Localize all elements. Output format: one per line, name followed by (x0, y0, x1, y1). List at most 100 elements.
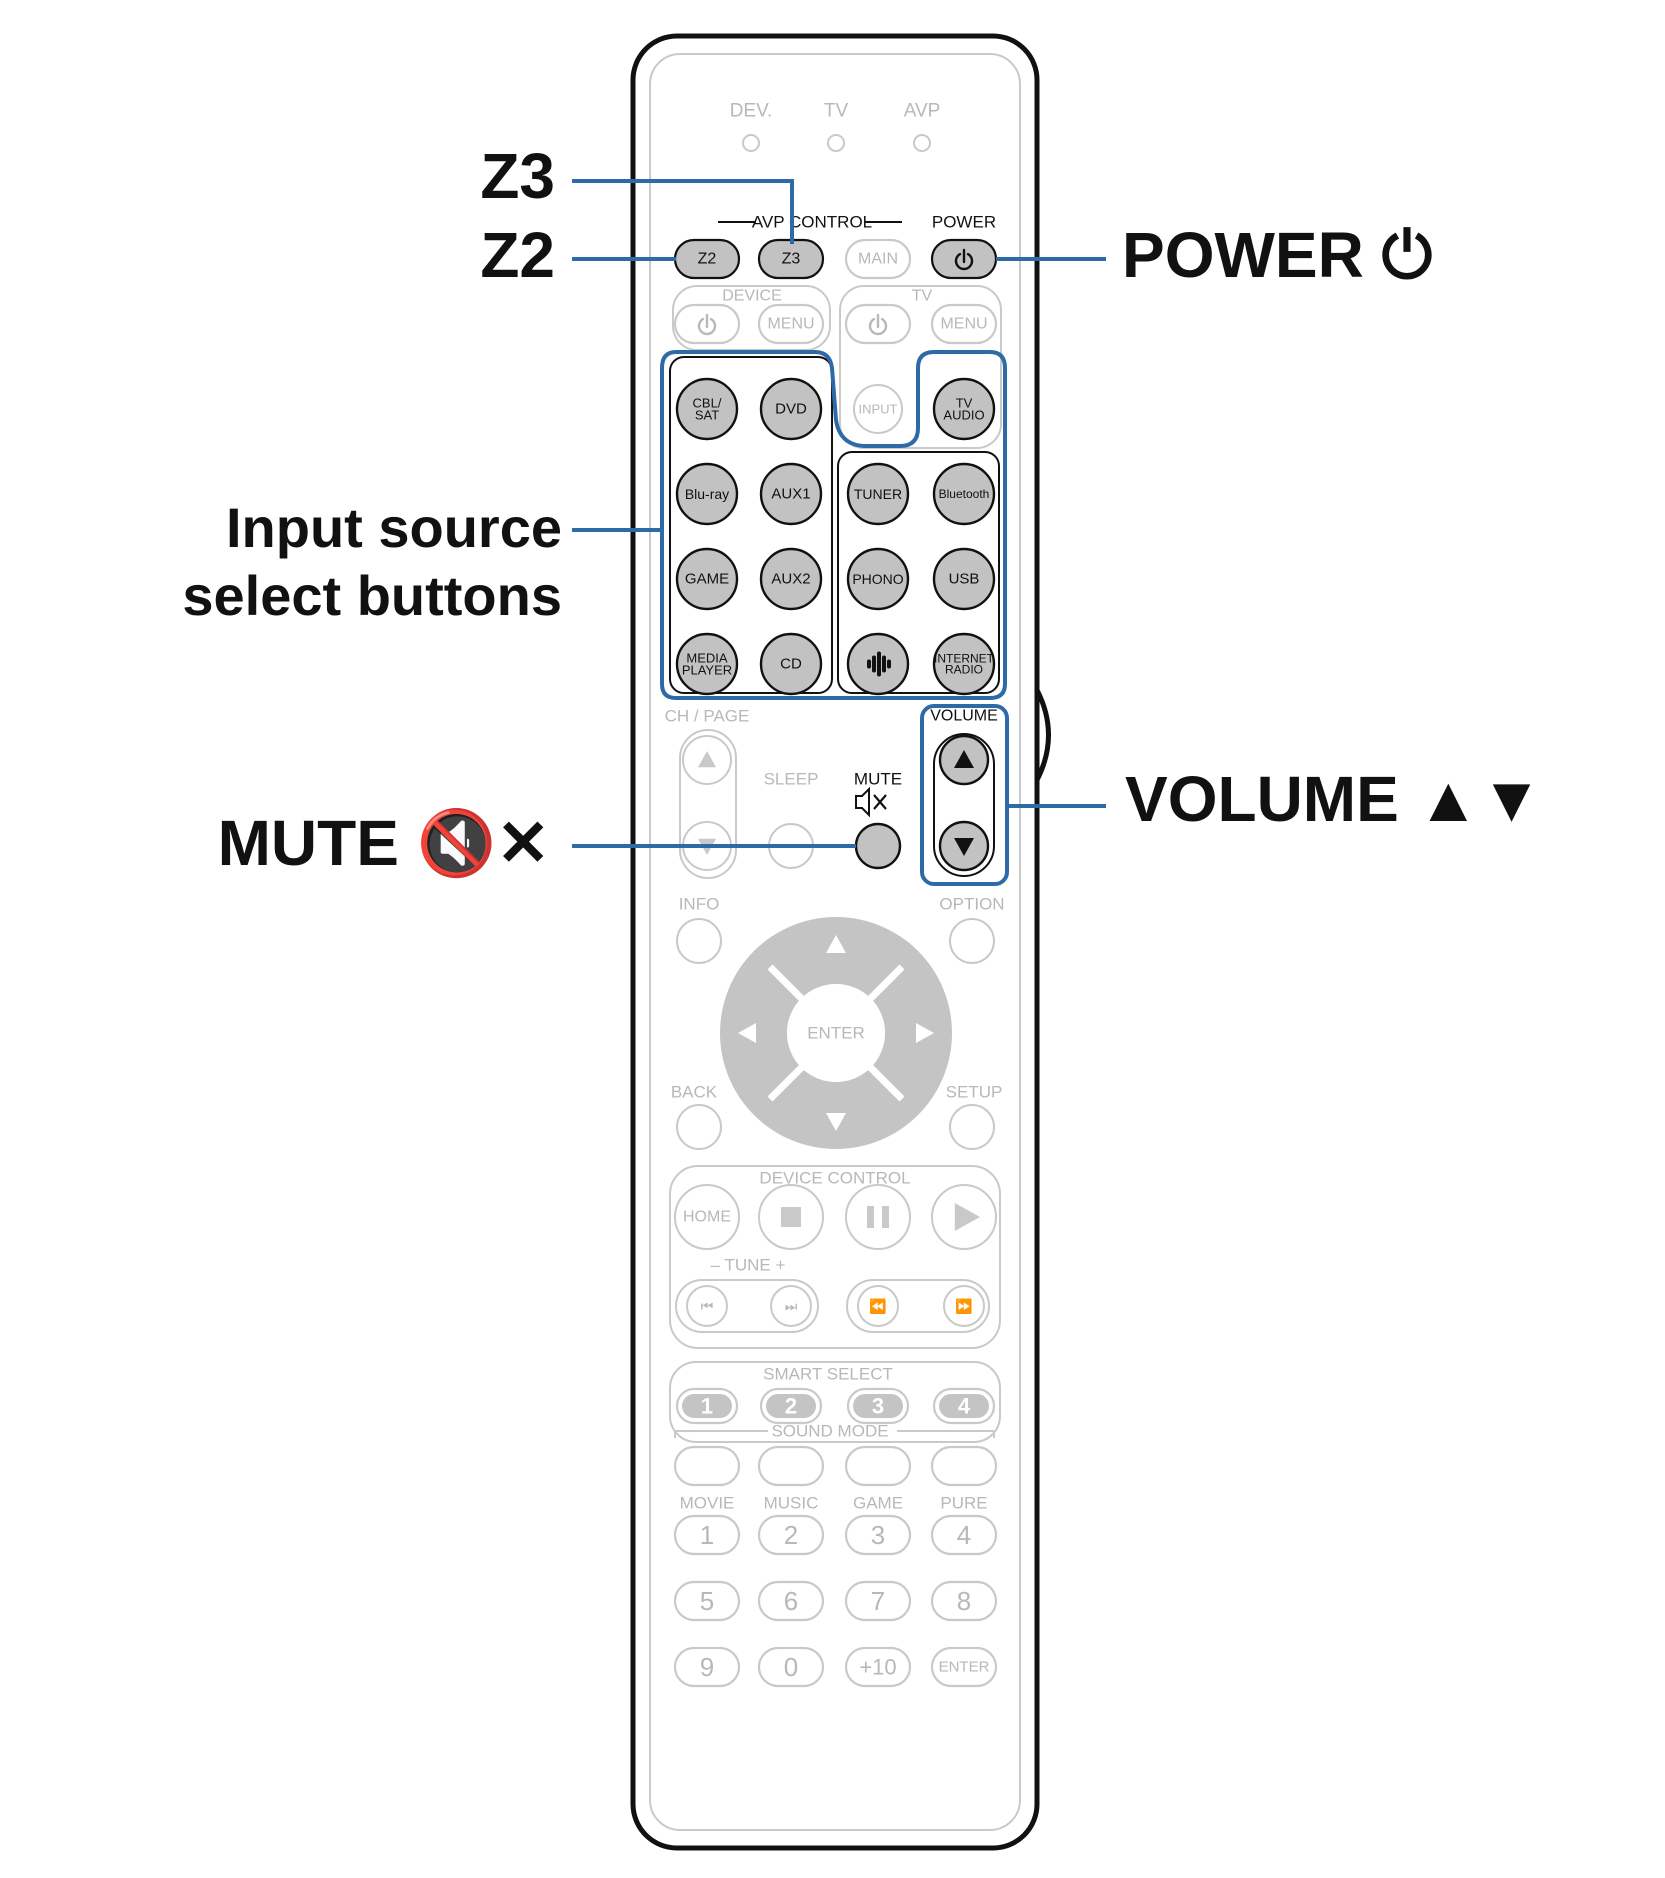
device-menu-button (757, 303, 825, 345)
sound-mode-label-movie: MOVIE (680, 1494, 735, 1513)
smart-select-number-3: 3 (872, 1394, 884, 1419)
source-button-aux2 (759, 547, 823, 611)
source-left-frame (669, 356, 833, 694)
dpad-enter-button (787, 984, 885, 1082)
source-button-cbl-sat (675, 377, 739, 441)
volume-down-icon (954, 838, 974, 856)
dpad-left-icon (738, 1023, 756, 1043)
smart-select-inner-3 (853, 1394, 903, 1418)
indicator-led-avp (913, 134, 931, 152)
tv-input-button (853, 384, 903, 434)
tune-button-icon-2: ⏪ (869, 1298, 886, 1315)
device-control-button-0 (674, 1184, 740, 1250)
avp-button-label-z2: Z2 (698, 251, 717, 268)
pause-icon-left (867, 1206, 874, 1228)
source-button-label-game: GAME (685, 571, 729, 588)
number-label-1: 1 (700, 1520, 714, 1550)
device-group-label: DEVICE (722, 288, 782, 305)
callout-input-source-line1: Input source (225, 496, 562, 559)
tune-button-1 (770, 1285, 812, 1327)
source-button-label-usb: USB (949, 571, 980, 588)
number-label-8: 8 (957, 1586, 971, 1616)
tune-button-icon-3: ⏩ (955, 1298, 972, 1315)
number-button-10 (844, 1646, 912, 1688)
source-button-label-dvd: DVD (775, 401, 807, 418)
power-label: POWER (932, 213, 996, 232)
smart-select-number-4: 4 (958, 1394, 971, 1419)
smart-select-inner-1 (682, 1394, 732, 1418)
source-button-label-cbl-sat: CBL/SAT (693, 395, 722, 422)
number-label-7: 7 (871, 1586, 885, 1616)
sound-mode-button-movie (673, 1445, 741, 1487)
tv-group-frame (839, 285, 1002, 449)
sound-mode-label-music: MUSIC (764, 1494, 819, 1513)
ch-page-frame (679, 729, 737, 879)
number-button-3 (844, 1514, 912, 1556)
dpad-down-icon (826, 1113, 846, 1131)
number-button-8 (930, 1580, 998, 1622)
source-button-label-tuner: TUNER (854, 486, 902, 502)
power-button-icon (954, 248, 974, 271)
tv-power-button-icon (868, 313, 888, 336)
number-button-0 (757, 1646, 825, 1688)
source-button-cd (759, 632, 823, 696)
tv-menu-button (930, 303, 998, 345)
source-button-label-phono: PHONO (852, 571, 903, 587)
back-button (676, 1104, 722, 1150)
smart-select-inner-4 (939, 1394, 989, 1418)
stop-icon (781, 1207, 801, 1227)
heos-bar-4 (887, 659, 891, 669)
volume-label: VOLUME (930, 708, 998, 725)
sound-mode-button-game (844, 1445, 912, 1487)
smart-select-inner-2 (766, 1394, 816, 1418)
remote-inner-edge (649, 53, 1021, 1831)
number-label-enter: ENTER (939, 1659, 990, 1676)
source-button-label-aux2: AUX2 (771, 571, 810, 588)
source-right-frame (837, 451, 1000, 694)
source-button-media-player (675, 632, 739, 696)
tune-button-0 (686, 1285, 728, 1327)
source-button-aux1 (759, 462, 823, 526)
volume-up-icon (954, 750, 974, 768)
source-button-internet-radio (932, 632, 996, 696)
indicator-label-avp: AVP (904, 101, 941, 122)
option-label: OPTION (939, 895, 1004, 914)
callout-z3: Z3 (480, 140, 555, 212)
source-button-tv-audio (932, 377, 996, 441)
ch-page-up-icon (698, 751, 716, 768)
tune-button-3 (943, 1285, 985, 1327)
device-control-label: DEVICE CONTROL (759, 1169, 910, 1188)
sleep-label: SLEEP (764, 770, 819, 789)
device-control-button-2 (845, 1184, 911, 1250)
source-button-dvd (759, 377, 823, 441)
option-button (949, 918, 995, 964)
smart-select-number-2: 2 (785, 1394, 797, 1419)
mute-x (873, 794, 887, 810)
source-button-label-bluetooth: Bluetooth (939, 487, 990, 501)
device-power-button-icon (697, 313, 717, 336)
ch-page-label: CH / PAGE (665, 707, 750, 726)
heos-bar-1 (872, 655, 876, 673)
number-button-2 (757, 1514, 825, 1556)
power-arc (697, 317, 717, 336)
skip-frame (846, 1279, 990, 1333)
number-label-9: 9 (700, 1652, 714, 1682)
avp-button-main (844, 238, 912, 280)
tune-frame (675, 1279, 819, 1333)
number-label-4: 4 (957, 1520, 971, 1550)
sound-mode-label-pure: PURE (940, 1494, 987, 1513)
smart-select-number-1: 1 (701, 1394, 713, 1419)
avp-button-label-main: MAIN (858, 251, 898, 268)
source-button-game (675, 547, 739, 611)
back-label: BACK (671, 1083, 718, 1102)
number-button-7 (844, 1580, 912, 1622)
indicator-label-dev: DEV. (730, 101, 773, 122)
setup-button (949, 1104, 995, 1150)
callout-z2: Z2 (480, 219, 555, 291)
source-button-phono (846, 547, 910, 611)
source-button-blu-ray (675, 462, 739, 526)
